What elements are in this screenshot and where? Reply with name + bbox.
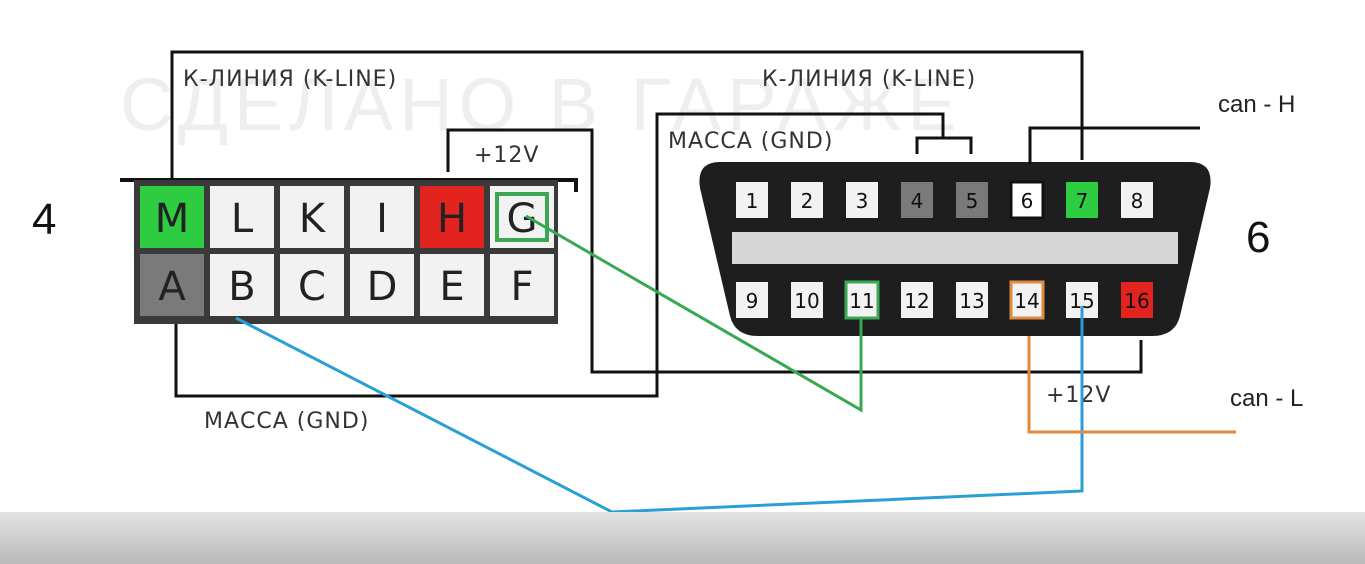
cell-letter: H xyxy=(437,196,467,242)
obd-pin-number: 5 xyxy=(966,189,979,213)
kline-label-right: К-ЛИНИЯ (K-LINE) xyxy=(762,67,976,92)
obd-pin-1 xyxy=(736,182,768,218)
cell-g-highlight xyxy=(495,192,549,242)
cell-h xyxy=(420,186,484,248)
cell-f xyxy=(490,254,554,316)
gnd-label-left: МАССА (GND) xyxy=(204,409,369,434)
cell-letter: M xyxy=(155,196,190,242)
cell-e xyxy=(420,254,484,316)
bottom-shadow-bar xyxy=(0,512,1365,564)
cell-letter: D xyxy=(367,264,398,310)
obd-pin-11 xyxy=(846,282,878,318)
obd-pin-9 xyxy=(736,282,768,318)
plus12-label-right: +12V xyxy=(1046,383,1111,408)
obd-pin-number: 11 xyxy=(849,289,874,313)
can-h-wire xyxy=(1028,126,1200,164)
obd-pin-16 xyxy=(1121,282,1153,318)
watermark-text: СДЕЛАНО В ГАРАЖЕ xyxy=(120,63,963,146)
obd-pin-number: 6 xyxy=(1021,189,1034,213)
cell-b xyxy=(210,254,274,316)
obd-pin-number: 4 xyxy=(911,189,924,213)
kline-label-left: К-ЛИНИЯ (K-LINE) xyxy=(183,67,397,92)
cell-d xyxy=(350,254,414,316)
plus12-label-left: +12V xyxy=(474,143,539,168)
obd-pin-4 xyxy=(901,182,933,218)
obd-pin-number: 10 xyxy=(794,289,819,313)
can-h-label: can - H xyxy=(1218,91,1295,118)
obd-pin-6-highlight xyxy=(1009,180,1045,220)
obd-pin-2 xyxy=(791,182,823,218)
number-left: 4 xyxy=(32,195,56,244)
orange-wire xyxy=(1027,336,1236,434)
cell-letter: K xyxy=(299,196,327,242)
cell-letter: I xyxy=(376,196,388,242)
can-l-label: can - L xyxy=(1230,385,1303,412)
cell-letter: L xyxy=(231,196,254,242)
cell-m xyxy=(140,186,204,248)
obd-pin-number: 13 xyxy=(959,289,984,313)
obd-middle-channel xyxy=(732,232,1178,264)
obd-pin-number: 14 xyxy=(1014,289,1039,313)
kline-frame xyxy=(170,50,1084,178)
green-wire xyxy=(525,214,863,413)
cell-i xyxy=(350,186,414,248)
obd-pin-5 xyxy=(956,182,988,218)
obd-pin-number: 7 xyxy=(1076,189,1089,213)
cell-a xyxy=(140,254,204,316)
obd-pin-8 xyxy=(1121,182,1153,218)
obd-pin-number: 1 xyxy=(746,189,759,213)
cell-letter: B xyxy=(228,264,255,310)
cell-l xyxy=(210,186,274,248)
left-connector-body xyxy=(134,180,558,324)
number-right: 6 xyxy=(1246,213,1270,262)
cell-c xyxy=(280,254,344,316)
obd-pin-10 xyxy=(791,282,823,318)
cell-letter: A xyxy=(158,264,186,310)
obd-pin-number: 8 xyxy=(1131,189,1144,213)
gnd-frame-left xyxy=(174,112,945,398)
cell-letter: E xyxy=(439,264,464,310)
gnd-label-right: МАССА (GND) xyxy=(668,129,833,154)
obd-pin-7 xyxy=(1066,182,1098,218)
blue-wire xyxy=(235,306,1084,512)
obd-pin-14-highlight xyxy=(1009,280,1045,320)
obd-pin-number: 2 xyxy=(801,189,814,213)
cell-g xyxy=(490,186,554,248)
obd-pin-6 xyxy=(1011,182,1043,218)
obd-pin-number: 3 xyxy=(856,189,869,213)
pinout-diagram: СДЕЛАНО В ГАРАЖЕ К-ЛИНИЯ (K-LINE) К-ЛИНИ… xyxy=(32,50,1303,512)
obd-top-row: 1 2 3 4 5 6 7 8 xyxy=(736,180,1153,220)
obd-pin-number: 9 xyxy=(746,289,759,313)
gnd-bracket-right xyxy=(915,136,973,154)
cell-letter: F xyxy=(510,264,533,310)
obd-pin-14 xyxy=(1011,282,1043,318)
obd-pin-13 xyxy=(956,282,988,318)
cell-k xyxy=(280,186,344,248)
cell-letter: C xyxy=(298,264,326,310)
plus12-frame xyxy=(446,128,1143,374)
obd-pin-number: 12 xyxy=(904,289,929,313)
obd-pin-3 xyxy=(846,182,878,218)
obd-pin-12 xyxy=(901,282,933,318)
obd-pin-number: 16 xyxy=(1124,289,1149,313)
